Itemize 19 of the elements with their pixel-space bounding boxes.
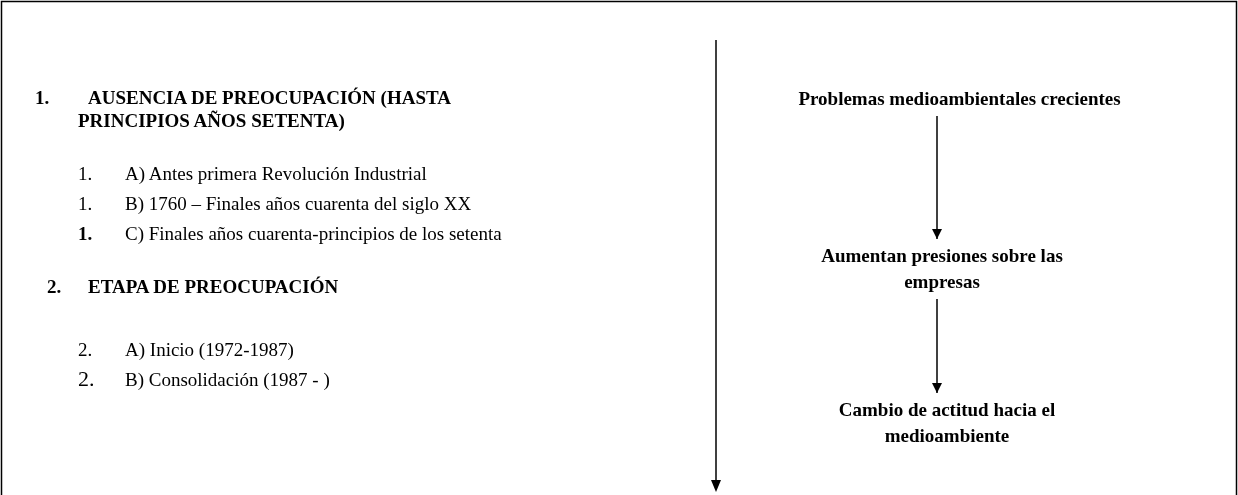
list-number: 1. [35, 86, 50, 109]
list-number: 1. [78, 192, 93, 215]
list-number: 1. [78, 222, 93, 245]
node-text: Aumentan presiones sobre las empresas [820, 244, 1064, 294]
section-heading: AUSENCIA DE PREOCUPACIÓN (HASTA PRINCIPIOS AÑOS SETENTA) [78, 86, 452, 132]
list-item: A) Antes primera Revolución Industrial [125, 162, 427, 185]
list-number: 2. [47, 275, 62, 298]
list-item: A) Inicio (1972-1987) [125, 338, 294, 361]
list-item: B) Consolidación (1987 - ) [125, 368, 330, 391]
section-heading: ETAPA DE PREOCUPACIÓN [88, 275, 340, 298]
list-item: B) 1760 – Finales años cuarenta del siglo XX [125, 192, 472, 215]
list-number: 2. [78, 338, 93, 361]
list-number: 2. [78, 367, 95, 390]
list-item: C) Finales años cuarenta-principios de los setenta [125, 222, 502, 245]
arrow [932, 298, 942, 394]
node-text: Cambio de actitud hacia el medioambiente [837, 398, 1057, 448]
list-number: 1. [78, 162, 93, 185]
arrow [932, 115, 942, 240]
node-text: Problemas medioambientales crecientes [797, 87, 1122, 111]
